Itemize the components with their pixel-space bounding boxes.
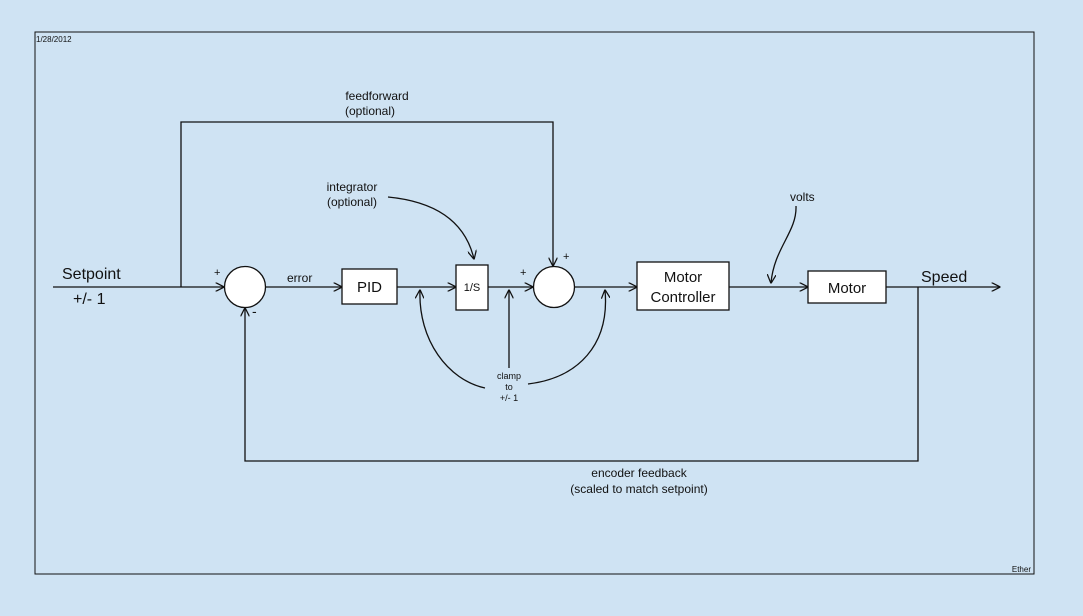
- feedforward-label: feedforward: [345, 89, 408, 103]
- clamp-pointer-sum2: [527, 290, 606, 385]
- date-label: 1/28/2012: [36, 35, 72, 44]
- summing-junction-2: [532, 265, 576, 309]
- integrator-annotation: integrator: [327, 180, 378, 194]
- setpoint-label: Setpoint: [62, 266, 121, 283]
- encoder-feedback-label: encoder feedback: [591, 466, 687, 480]
- motor-controller-label-line1: Motor: [664, 269, 702, 286]
- integrator-block: [455, 264, 489, 311]
- encoder-feedback-wire: [245, 287, 919, 462]
- encoder-feedback-scaled-label: (scaled to match setpoint): [570, 482, 707, 496]
- sum1-plus-sign: +: [214, 267, 220, 279]
- integrator-block-label: 1/S: [464, 282, 481, 294]
- error-label: error: [287, 271, 312, 285]
- sum1-minus-sign: -: [252, 303, 257, 319]
- speed-label: Speed: [921, 269, 967, 286]
- motor-controller-block: [636, 261, 730, 311]
- feedforward-wire: [180, 121, 553, 287]
- clamp-range-annotation: +/- 1: [500, 393, 518, 403]
- integrator-optional-annotation: (optional): [327, 195, 377, 209]
- pid-block: [341, 268, 398, 305]
- summing-junction-1: [223, 265, 267, 309]
- sum2-plus-left-sign: +: [520, 267, 526, 279]
- author-label: Ether: [1012, 565, 1031, 574]
- clamp-pointer-pid: [420, 290, 486, 389]
- clamp-annotation: clamp: [497, 371, 521, 381]
- volts-pointer: [771, 205, 797, 283]
- setpoint-range-label: +/- 1: [73, 291, 106, 308]
- clamp-to-annotation: to: [505, 382, 513, 392]
- feedforward-optional-label: (optional): [345, 104, 395, 118]
- sum2-plus-top-sign: +: [563, 251, 569, 263]
- integrator-pointer: [387, 196, 474, 259]
- motor-block: [807, 270, 887, 304]
- volts-label: volts: [790, 190, 815, 204]
- motor-block-label: Motor: [828, 280, 866, 297]
- pid-block-label: PID: [357, 279, 382, 296]
- motor-controller-label-line2: Controller: [650, 289, 715, 306]
